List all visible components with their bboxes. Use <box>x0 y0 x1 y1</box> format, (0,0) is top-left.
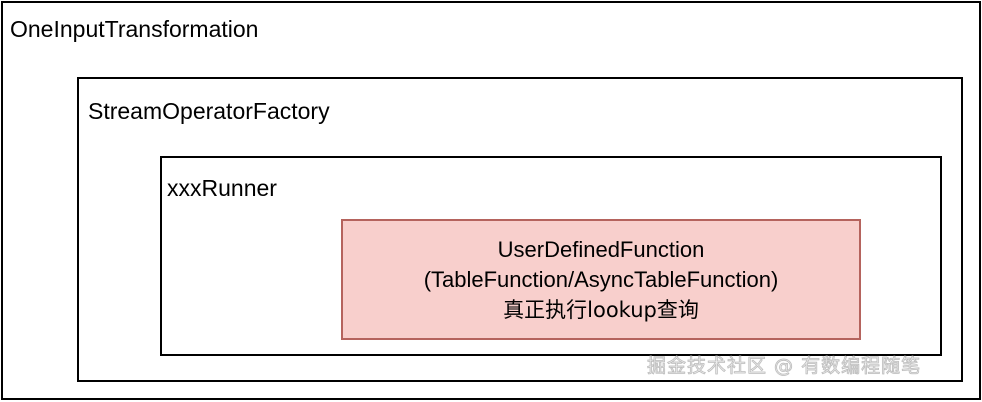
udf-line-title: UserDefinedFunction <box>497 236 705 262</box>
box-xxx-runner <box>160 156 942 356</box>
udf-line-subtypes: (TableFunction/AsyncTableFunction) <box>423 266 779 292</box>
box-stream-operator-factory <box>77 77 963 382</box>
box-label-stream-operator-factory: StreamOperatorFactory <box>88 98 330 124</box>
box-label-one-input-transformation: OneInputTransformation <box>10 16 259 42</box>
box-user-defined-function: UserDefinedFunction (TableFunction/Async… <box>341 219 861 340</box>
udf-line-description: 真正执行lookup查询 <box>503 297 699 322</box>
box-label-xxx-runner: xxxRunner <box>167 175 277 201</box>
